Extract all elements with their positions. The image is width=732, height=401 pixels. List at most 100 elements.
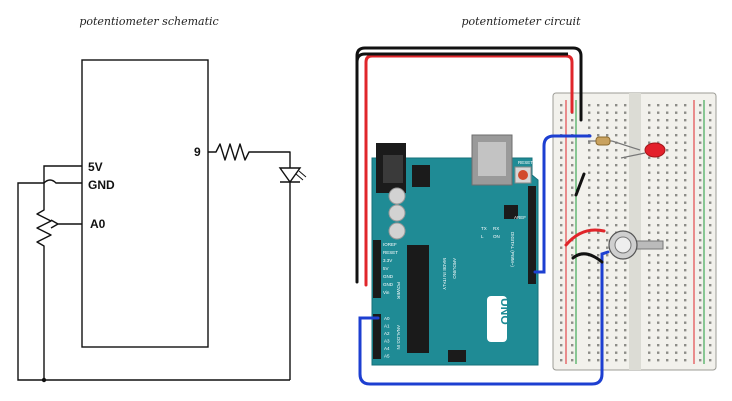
- breadboard-hole: [675, 209, 678, 212]
- breadboard-hole: [648, 321, 651, 324]
- power-pin-label: GND: [383, 282, 394, 287]
- power-header: [373, 240, 381, 298]
- breadboard-hole: [675, 156, 678, 159]
- breadboard-hole: [588, 261, 591, 264]
- pin-9-label: 9: [194, 145, 201, 159]
- breadboard-hole: [684, 261, 687, 264]
- breadboard-hole: [648, 351, 651, 354]
- breadboard-hole: [675, 201, 678, 204]
- breadboard-hole: [560, 209, 563, 212]
- breadboard-hole: [624, 321, 627, 324]
- breadboard-hole: [648, 329, 651, 332]
- power-label: POWER: [396, 282, 401, 300]
- breadboard-hole: [606, 216, 609, 219]
- red-wire-pot: [564, 228, 606, 247]
- breadboard-hole: [709, 344, 712, 347]
- breadboard-hole: [571, 149, 574, 152]
- breadboard-hole: [657, 299, 660, 302]
- breadboard-hole: [699, 261, 702, 264]
- breadboard-hole: [666, 119, 669, 122]
- breadboard-hole: [615, 209, 618, 212]
- breadboard-hole: [597, 134, 600, 137]
- breadboard-hole: [571, 261, 574, 264]
- breadboard-hole: [606, 164, 609, 167]
- breadboard-hole: [709, 246, 712, 249]
- breadboard-hole: [684, 141, 687, 144]
- breadboard-hole: [675, 276, 678, 279]
- breadboard-hole: [597, 284, 600, 287]
- breadboard-hole: [648, 276, 651, 279]
- breadboard-hole: [606, 209, 609, 212]
- breadboard-hole: [560, 329, 563, 332]
- breadboard-hole: [684, 344, 687, 347]
- breadboard-hole: [675, 149, 678, 152]
- breadboard-hole: [699, 216, 702, 219]
- breadboard-hole: [657, 321, 660, 324]
- breadboard-hole: [624, 261, 627, 264]
- breadboard-hole: [648, 239, 651, 242]
- breadboard-hole: [666, 246, 669, 249]
- breadboard-hole: [709, 179, 712, 182]
- breadboard-hole: [657, 239, 660, 242]
- breadboard-hole: [648, 284, 651, 287]
- breadboard-hole: [709, 336, 712, 339]
- breadboard-hole: [648, 164, 651, 167]
- breadboard-hole: [615, 126, 618, 129]
- breadboard-hole: [699, 194, 702, 197]
- breadboard-hole: [615, 344, 618, 347]
- breadboard-hole: [560, 179, 563, 182]
- breadboard-hole: [648, 104, 651, 107]
- breadboard-hole: [648, 126, 651, 129]
- breadboard-hole: [597, 306, 600, 309]
- breadboard-hole: [624, 141, 627, 144]
- breadboard-hole: [615, 284, 618, 287]
- breadboard-hole: [571, 284, 574, 287]
- breadboard-hole: [675, 126, 678, 129]
- breadboard-hole: [606, 306, 609, 309]
- breadboard-hole: [560, 156, 563, 159]
- breadboard-hole: [648, 134, 651, 137]
- breadboard-hole: [560, 246, 563, 249]
- breadboard-hole: [615, 224, 618, 227]
- breadboard-hole: [648, 216, 651, 219]
- breadboard-hole: [648, 141, 651, 144]
- breadboard-hole: [684, 224, 687, 227]
- breadboard-hole: [560, 186, 563, 189]
- breadboard-hole: [648, 336, 651, 339]
- breadboard-hole: [699, 336, 702, 339]
- breadboard-hole: [648, 359, 651, 362]
- breadboard-hole: [560, 284, 563, 287]
- breadboard-hole: [666, 321, 669, 324]
- breadboard-hole: [666, 231, 669, 234]
- breadboard-hole: [709, 164, 712, 167]
- breadboard-hole: [699, 119, 702, 122]
- breadboard-hole: [588, 149, 591, 152]
- breadboard-hole: [624, 224, 627, 227]
- breadboard-hole: [624, 299, 627, 302]
- breadboard-hole: [588, 291, 591, 294]
- breadboard-hole: [560, 149, 563, 152]
- breadboard-hole: [615, 329, 618, 332]
- breadboard-hole: [571, 269, 574, 272]
- breadboard-hole: [666, 164, 669, 167]
- breadboard-hole: [624, 194, 627, 197]
- breadboard-hole: [709, 314, 712, 317]
- breadboard-hole: [684, 194, 687, 197]
- breadboard-hole: [615, 149, 618, 152]
- breadboard-hole: [606, 224, 609, 227]
- breadboard-hole: [675, 104, 678, 107]
- breadboard-hole: [675, 344, 678, 347]
- breadboard-hole: [699, 246, 702, 249]
- breadboard-hole: [657, 344, 660, 347]
- breadboard-hole: [666, 156, 669, 159]
- breadboard-hole: [648, 314, 651, 317]
- breadboard-hole: [606, 314, 609, 317]
- breadboard-hole: [675, 284, 678, 287]
- breadboard-hole: [666, 186, 669, 189]
- gnd-wire: [17, 179, 290, 381]
- breadboard-hole: [709, 276, 712, 279]
- breadboard-hole: [624, 351, 627, 354]
- breadboard-hole: [684, 284, 687, 287]
